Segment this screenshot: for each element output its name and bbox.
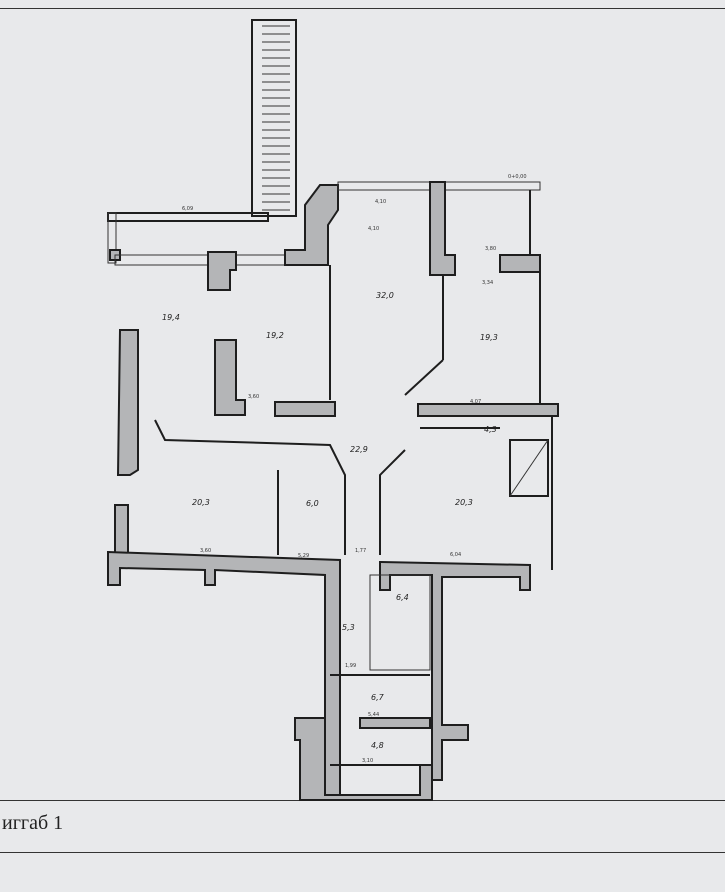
room-area-label: 20,3 — [192, 498, 210, 507]
dimension-label: 3,80 — [485, 246, 496, 252]
dimension-label: 1,99 — [345, 663, 356, 669]
top-border-line — [0, 8, 725, 9]
figure-caption: иггаб 1 — [2, 812, 64, 834]
room-area-label: 4,3 — [484, 425, 497, 434]
dimension-label: 6,09 — [182, 206, 193, 212]
room-area-label: 32,0 — [376, 291, 394, 300]
room-area-label: 6,4 — [396, 593, 409, 602]
dimension-label: 4,07 — [470, 399, 481, 405]
dimension-label: 1,77 — [355, 548, 366, 554]
caption-bottom-line — [0, 852, 725, 853]
staircase — [251, 19, 297, 217]
dimension-label: 3,60 — [248, 394, 259, 400]
room-area-label: 22,9 — [350, 445, 368, 454]
room-area-label: 19,2 — [266, 331, 284, 340]
dimension-label: 3,34 — [482, 280, 493, 286]
dimension-label: 4,10 — [375, 199, 386, 205]
dimension-label: 5,44 — [368, 712, 379, 718]
room-labels: 19,4 19,2 32,0 19,3 22,9 4,3 20,3 6,0 20… — [162, 174, 527, 750]
dimension-label: 3,60 — [200, 548, 211, 554]
dimension-label: 5,29 — [298, 553, 309, 559]
dimension-label: 6,04 — [450, 552, 461, 558]
dimension-labels: 6,09 4,10 4,10 3,80 3,34 4,07 3,60 3,60 … — [182, 199, 496, 764]
room-area-label: 19,3 — [480, 333, 498, 342]
room-area-label: 5,3 — [342, 623, 355, 632]
dimension-label: 3,10 — [362, 758, 373, 764]
walls — [107, 181, 559, 801]
room-area-label: 6,0 — [306, 499, 319, 508]
room-area-label: 19,4 — [162, 313, 180, 322]
room-area-label: 20,3 — [455, 498, 473, 507]
room-area-label: 4,8 — [371, 741, 384, 750]
room-area-label: 6,7 — [371, 693, 385, 702]
level-mark: 0+0,00 — [508, 174, 527, 180]
dimension-label: 4,10 — [368, 226, 379, 232]
